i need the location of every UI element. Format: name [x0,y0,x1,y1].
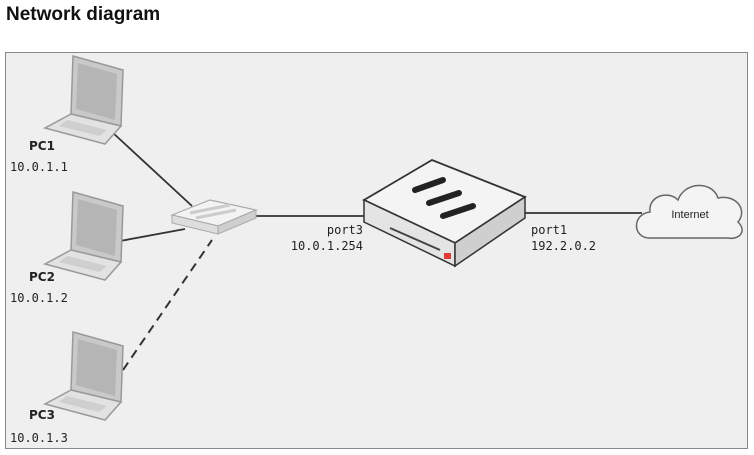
pc3-ip: 10.0.1.3 [10,431,68,445]
pc2-name: PC2 [29,270,55,284]
pc3-name: PC3 [29,408,55,422]
page-title: Network diagram [6,4,161,25]
switch-icon[interactable] [170,199,258,235]
link-pc3-switch-dashed [122,239,213,371]
pc2-laptop-icon[interactable] [44,191,124,281]
port3-label: port3 [327,223,363,237]
port3-ip: 10.0.1.254 [291,239,363,253]
firewall-icon[interactable] [362,159,527,268]
pc1-laptop-icon[interactable] [44,55,124,145]
port1-label: port1 [531,223,567,237]
internet-label: Internet [671,209,708,221]
diagram-frame [5,52,748,449]
port1-ip: 192.2.0.2 [531,239,596,253]
link-pc2-switch [119,228,186,242]
internet-cloud-icon[interactable]: Internet [635,184,743,240]
link-pc1-switch [111,131,193,207]
firewall-status-led [444,253,451,259]
pc3-laptop-icon[interactable] [44,331,124,421]
pc2-ip: 10.0.1.2 [10,291,68,305]
pc1-name: PC1 [29,139,55,153]
pc1-ip: 10.0.1.1 [10,160,68,174]
